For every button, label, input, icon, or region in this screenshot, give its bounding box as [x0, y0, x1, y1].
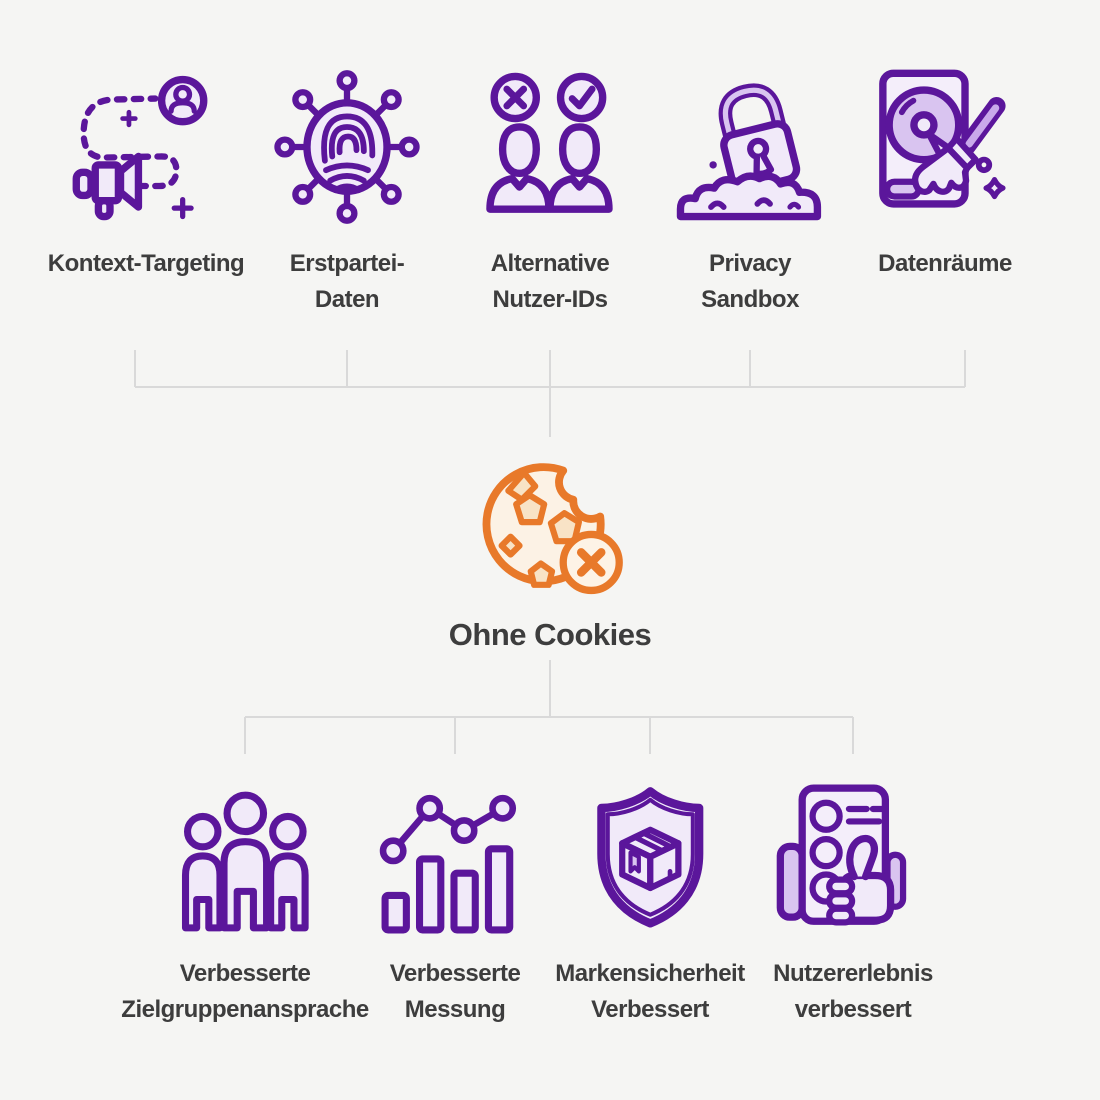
top-item-kontext-targeting: Kontext-Targeting: [47, 52, 245, 282]
blocked-cookie-icon: [449, 432, 651, 610]
cookie-chip: [527, 560, 556, 588]
shield-package-icon: [555, 772, 744, 952]
bottom-item-markensicherheit: Markensicherheit Verbessert: [555, 772, 745, 1028]
survey-text-lines: [845, 805, 886, 825]
megaphone-horn: [117, 152, 143, 211]
audience-group-icon: [121, 772, 368, 952]
top-item-label: Kontext-Targeting: [47, 250, 245, 277]
harddrive-cleanup-icon: [866, 52, 1024, 242]
finger: [825, 905, 856, 926]
top-item-erstpartei-daten: Erstpartei- Daten: [268, 52, 426, 318]
top-item-privacy-sandbox: Privacy Sandbox: [671, 52, 829, 318]
data-point: [379, 837, 407, 865]
feedback-thumbs-up-icon: [773, 772, 933, 952]
right-person-body: [266, 852, 309, 932]
measurement-chart-icon: [379, 772, 531, 952]
bar: [415, 855, 445, 934]
package-bookmark: [628, 850, 641, 874]
center-person-body: [220, 838, 270, 932]
bar: [484, 845, 514, 934]
bottom-connector-lines: [244, 660, 854, 754]
bar: [381, 891, 410, 934]
sand-mound: [676, 172, 822, 221]
bottom-item-messung: Verbesserte Messung: [379, 772, 531, 1028]
padlock-sandbox-icon: [671, 52, 829, 242]
data-point: [450, 817, 478, 845]
bar: [450, 869, 479, 934]
megaphone-handle: [94, 197, 114, 221]
left-user-shoulders: [486, 174, 553, 213]
top-item-label: Privacy Sandbox: [701, 250, 799, 313]
center-title: Ohne Cookies: [448, 617, 652, 652]
data-point: [416, 794, 444, 822]
sparkle-large: [171, 197, 194, 220]
megaphone-cap: [72, 168, 95, 200]
thumb-up: [846, 834, 878, 881]
fingerprint-network-icon: [268, 52, 426, 242]
top-item-alternative-nutzer-ids: Alternative Nutzer-IDs: [471, 52, 629, 318]
bottom-item-label: Verbesserte Zielgruppenansprache: [121, 960, 369, 1023]
survey-option: [809, 799, 843, 833]
right-user-shoulders: [546, 174, 613, 213]
left-user-head: [498, 123, 540, 178]
top-item-label: Datenräume: [878, 250, 1012, 277]
bottom-item-label: Nutzererlebnis verbessert: [773, 960, 933, 1023]
bottom-item-label: Markensicherheit Verbessert: [555, 960, 745, 1023]
bottom-item-zielgruppenansprache: Verbesserte Zielgruppenansprache: [121, 772, 369, 1028]
cookie-chip: [498, 533, 523, 558]
brush-bristles: [912, 144, 971, 195]
bottom-item-label: Verbesserte Messung: [389, 960, 521, 1023]
block-x: [577, 548, 606, 577]
users-approval-icon: [471, 52, 629, 242]
bottom-item-nutzererlebnis: Nutzererlebnis verbessert: [773, 772, 933, 1028]
cookie-chip: [548, 510, 583, 545]
right-user-head: [558, 123, 601, 178]
center-person-head: [223, 791, 267, 836]
megaphone-body: [91, 161, 123, 205]
survey-option: [809, 836, 843, 870]
center-item-ohne-cookies: Ohne Cookies: [448, 432, 652, 653]
data-point: [489, 794, 517, 822]
top-item-label: Alternative Nutzer-IDs: [490, 250, 610, 313]
fingerprint-ridge-outer: [321, 113, 376, 164]
left-person-head: [183, 812, 222, 851]
dust-sparkle: [983, 177, 1006, 200]
top-connector-lines: [134, 350, 966, 437]
trend-line: [389, 805, 506, 855]
right-person-head: [268, 812, 307, 851]
sparkle-small: [120, 109, 138, 128]
left-person-body: [181, 852, 224, 932]
megaphone-route-icon: [48, 52, 244, 242]
shield-inner-line: [605, 797, 695, 917]
top-item-datenraeume: Datenräume: [866, 52, 1024, 282]
top-item-label: Erstpartei- Daten: [289, 250, 405, 313]
cookie-chip: [513, 492, 548, 526]
